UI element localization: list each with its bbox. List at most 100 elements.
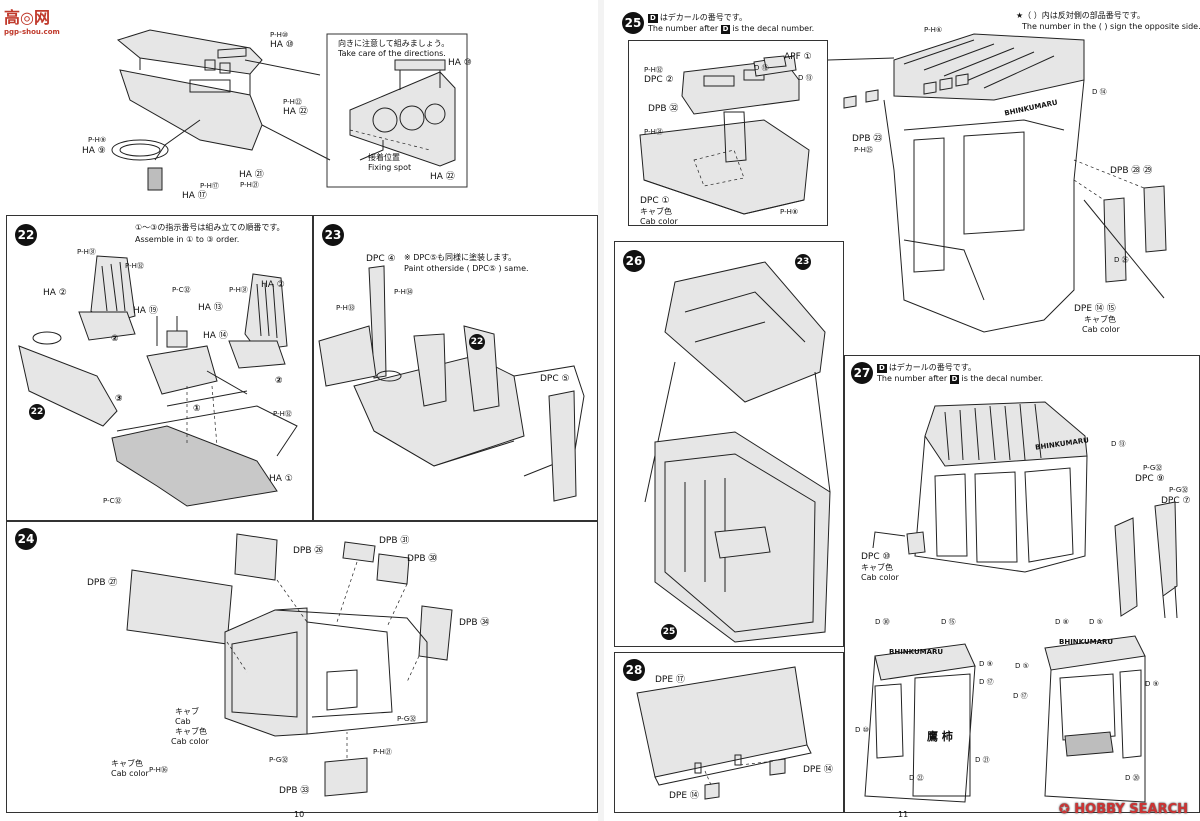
- cab-color-jp: キャブ色: [111, 759, 143, 768]
- step-23-art: [318, 265, 585, 502]
- part-ref: DPE ⑰: [655, 675, 685, 685]
- decal-ref: D ⑰: [1013, 692, 1028, 700]
- decal-ref: D ⑨: [979, 660, 993, 668]
- part-ref: DPC ⑤: [540, 374, 570, 384]
- step-number: 27: [851, 362, 873, 384]
- part-ref: APF ①: [784, 52, 812, 62]
- decal-ref: D ㉑: [975, 756, 990, 764]
- part-ref: DPE ⑭ ⑮: [1074, 304, 1116, 314]
- part-ref: HA ㉑: [239, 170, 264, 180]
- cab-color-jp: キャブ色: [1084, 315, 1116, 324]
- part-ref: DPC ⑨: [1135, 474, 1165, 484]
- part-ref: P-H⑩: [270, 31, 289, 39]
- decal-ref: D ㉒: [909, 774, 924, 782]
- part-ref: P-H㉜: [125, 262, 144, 270]
- decal-ref: D ⑬: [1111, 440, 1126, 448]
- step-24-panel: 24 DPB ㉗ DPB ㉖ DPB ㉛ DPB ㉚ DPB ㉞ DPB ㉝ P…: [6, 521, 598, 813]
- part-ref: P-C㉜: [103, 497, 122, 505]
- assembly-order-note-en: Assemble in ① to ③ order.: [135, 235, 240, 244]
- part-ref: HA ⑩: [448, 58, 472, 68]
- decal-ref: D ⑤: [1015, 662, 1029, 670]
- decal-ref: D ⑫: [754, 64, 769, 72]
- part-ref: P-H⑰: [200, 182, 219, 190]
- part-ref: HA ⑲: [133, 306, 158, 316]
- part-ref: DPC ①: [640, 196, 670, 206]
- order-marker: ②: [275, 376, 283, 386]
- cab-color-en: Cab color: [111, 769, 149, 778]
- cab-jp: キャブ: [175, 707, 199, 716]
- part-ref: P-H㉛: [77, 248, 96, 256]
- part-ref: DPB ㉛: [379, 536, 410, 546]
- decal-ref: D ㉖: [1114, 256, 1129, 264]
- assembly-order-note-jp: ①～③の指示番号は組み立ての順番です。: [135, 223, 285, 232]
- cab-color-jp: キャブ色: [175, 727, 207, 736]
- part-ref: P-H⑥: [924, 26, 943, 34]
- ref-step: 25: [661, 624, 677, 640]
- decal-ref: D ⑬: [798, 74, 813, 82]
- step-26-panel: 26 23 25: [614, 241, 844, 647]
- part-ref: P-H㉛: [644, 128, 663, 136]
- part-ref: HA ㉒: [430, 172, 455, 182]
- part-ref: HA ⑨: [82, 146, 106, 156]
- part-ref: P-H⑧: [780, 208, 799, 216]
- part-ref: HA ②: [261, 280, 285, 290]
- cab-color-en: Cab color: [861, 573, 899, 582]
- step-number: 24: [15, 528, 37, 550]
- step-28-art: [636, 666, 812, 800]
- part-ref: HA ㉒: [283, 107, 308, 117]
- part-ref: P-H㊱: [149, 766, 168, 774]
- step-number: 25: [622, 12, 644, 34]
- part-ref: DPB ㉜: [648, 104, 679, 114]
- page-number: 10: [294, 810, 305, 819]
- part-ref: DPB ㉞: [459, 618, 490, 628]
- decal-ref: D ⑧: [1055, 618, 1069, 626]
- decal-ref: D ⑭: [1092, 88, 1107, 96]
- part-ref: P-G㉜: [269, 756, 289, 764]
- part-ref: HA ①: [269, 474, 293, 484]
- part-ref: P-H㉕: [854, 146, 873, 154]
- part-ref: P-H㉝: [336, 304, 355, 312]
- cab-en: Cab: [175, 717, 191, 726]
- part-ref: P-H㉞: [394, 288, 413, 296]
- callout-note-en: Take care of the directions.: [338, 49, 446, 58]
- ref-step: 23: [795, 254, 811, 270]
- step-22-art: [18, 255, 298, 507]
- part-ref: DPB ㉓: [852, 134, 883, 144]
- step-25-inset: [628, 40, 828, 226]
- order-marker: ③: [115, 394, 123, 404]
- step-number: 28: [623, 659, 645, 681]
- ref-step: 22: [469, 334, 485, 350]
- part-ref: HA ⑬: [198, 303, 223, 313]
- part-ref: DPB ㉘ ㉙: [1110, 166, 1153, 176]
- part-ref: DPE ⑭: [669, 791, 699, 801]
- step-28-panel: 28 DPE ⑰ DPE ⑭ DPE ⑭: [614, 652, 844, 813]
- fixing-spot-en: Fixing spot: [368, 163, 412, 172]
- part-ref: HA ②: [43, 288, 67, 298]
- fixing-spot-jp: 接着位置: [368, 153, 400, 162]
- order-marker: ①: [193, 404, 201, 414]
- side-decal-text: 鷹 柿: [927, 730, 953, 743]
- part-ref: P-H㉑: [240, 181, 259, 189]
- part-ref: P-G㉜: [1169, 486, 1189, 494]
- decal-ref: D ⑰: [979, 678, 994, 686]
- decal-ref: D ⑨: [1145, 680, 1159, 688]
- part-ref: P-C㉜: [172, 286, 191, 294]
- part-ref: P-H㉜: [273, 410, 292, 418]
- cab-color-en: Cab color: [1082, 325, 1120, 334]
- page-gutter: [598, 0, 604, 821]
- decal-ref: D ㉚: [875, 618, 890, 626]
- part-ref: DPB ㉗: [87, 578, 118, 588]
- page-number: 11: [898, 810, 909, 819]
- part-ref: DPC ④: [366, 254, 396, 264]
- part-ref: HA ⑰: [182, 191, 207, 201]
- part-ref: DPB ㉖: [293, 546, 324, 556]
- decal-ref: D ⑩: [855, 726, 869, 734]
- cab-color-jp: キャブ色: [640, 207, 672, 216]
- step-26-art: [644, 261, 831, 643]
